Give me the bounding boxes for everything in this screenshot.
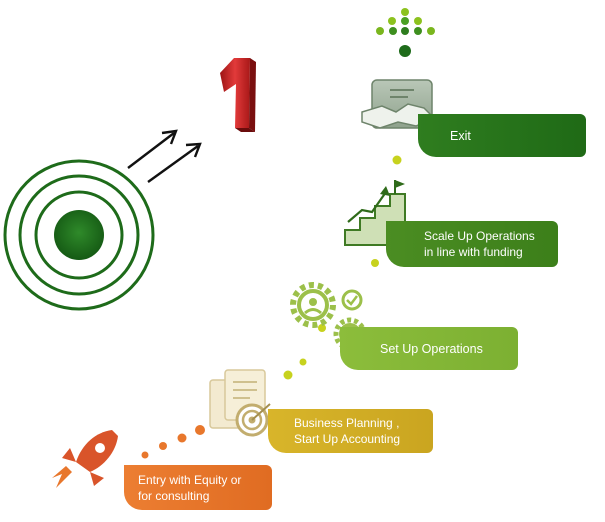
rocket-icon bbox=[52, 430, 118, 488]
path-dots bbox=[141, 155, 402, 459]
step-exit: Exit bbox=[418, 114, 586, 157]
handshake-icon bbox=[361, 79, 436, 129]
number-one-icon bbox=[220, 58, 256, 132]
arrow-dots-icon bbox=[376, 8, 435, 57]
step-scale-up-label: Scale Up Operations in line with funding bbox=[424, 229, 535, 259]
step-setup-label: Set Up Operations bbox=[380, 341, 483, 356]
target-icon bbox=[3, 159, 155, 311]
step-entry-label: Entry with Equity or for consulting bbox=[138, 472, 242, 503]
step-scale-up: Scale Up Operations in line with funding bbox=[386, 221, 558, 267]
step-planning-label: Business Planning , Start Up Accounting bbox=[294, 416, 401, 446]
document-target-icon bbox=[209, 369, 271, 437]
arrows-icon bbox=[127, 129, 202, 183]
step-setup: Set Up Operations bbox=[340, 327, 518, 370]
step-entry: Entry with Equity or for consulting bbox=[124, 465, 272, 510]
step-exit-label: Exit bbox=[450, 128, 471, 143]
step-planning: Business Planning , Start Up Accounting bbox=[268, 409, 433, 453]
